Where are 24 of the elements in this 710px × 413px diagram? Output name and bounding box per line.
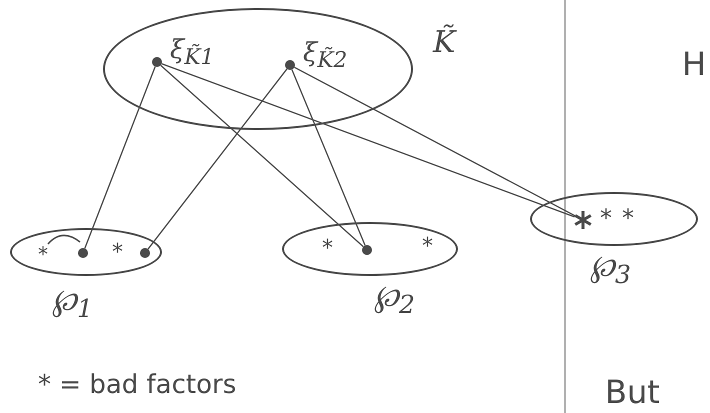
star-mark [574,211,592,229]
point-dot [140,248,150,258]
label-text: * [322,238,333,260]
connector-line [84,66,156,249]
connector-line [161,63,575,218]
point-label: ξ$_{K̃2}$ [303,38,348,74]
label-text: * [622,206,634,230]
label-text: H [682,48,706,80]
connector-line [160,64,364,248]
connector-line [148,68,288,250]
connector-line [291,69,366,246]
set-label: ℘$_{2}$ [374,282,415,317]
point-label: ξ$_{K̃1}$ [170,35,214,70]
point-dot [362,245,372,255]
point-dot [78,248,88,258]
label-text: * [112,242,123,264]
label-text: * [600,206,612,230]
connector-line [294,66,576,216]
label-text: * [38,244,48,264]
label-text: But [605,376,660,408]
note-text: * = bad factors [38,372,236,398]
set-label: ℘$_{3}$ [590,252,631,287]
label-text: * [422,236,433,258]
set-label: ℘$_{1}$ [52,286,93,321]
